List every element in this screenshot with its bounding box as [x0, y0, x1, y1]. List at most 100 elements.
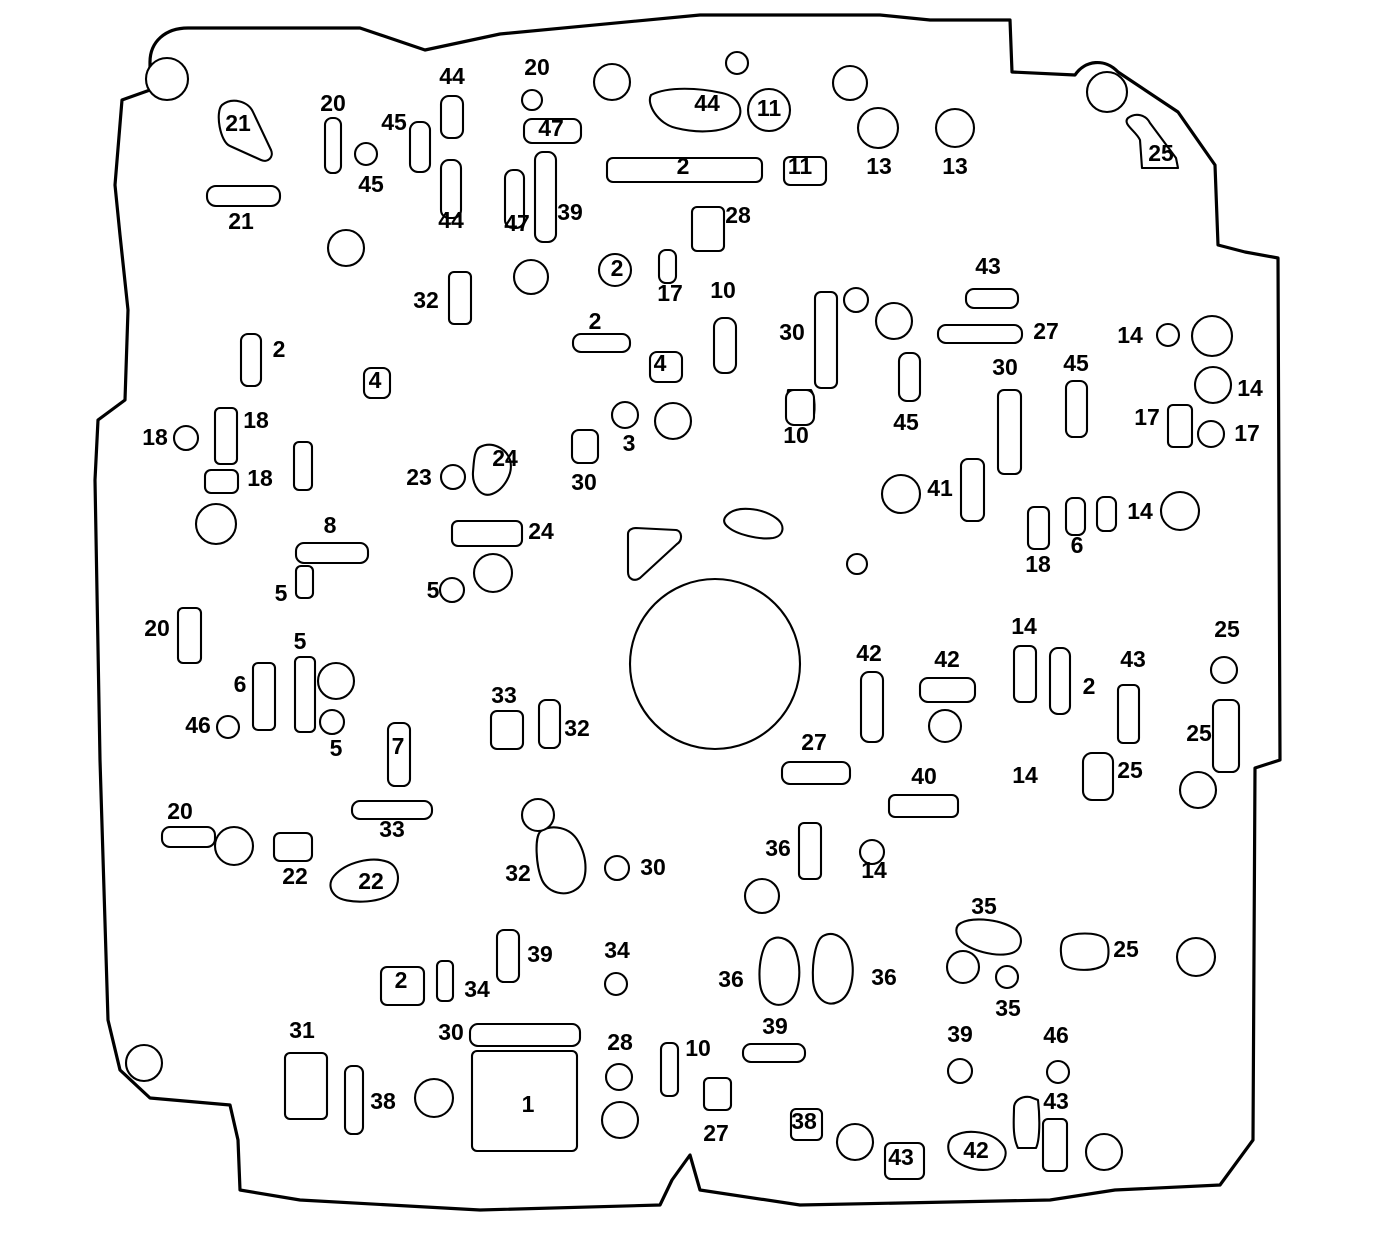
port-rect-50: [1116, 683, 1141, 745]
callout-c49: 18: [1025, 551, 1051, 577]
callout-c88: 34: [464, 976, 490, 1002]
port-rect-41: [489, 709, 525, 751]
port-shape-blob-pin-1: [723, 507, 784, 540]
callout-c10: 45: [358, 171, 384, 197]
callout-c71: 14: [1012, 762, 1038, 788]
port-rect-23: [1166, 403, 1194, 449]
callout-c7: 45: [381, 109, 407, 135]
port-rect-6: [522, 117, 583, 145]
port-shape-blob-44: [648, 87, 742, 133]
callout-c57: 25: [1214, 616, 1240, 642]
port-circle-10: [512, 258, 550, 296]
port-circle-24: [438, 576, 466, 604]
callout-c21: 32: [413, 287, 439, 313]
callout-c79: 32: [505, 860, 531, 886]
port-rect-26: [203, 468, 240, 495]
callout-c90: 31: [289, 1017, 315, 1043]
callout-c28: 2: [273, 336, 286, 362]
port-rect-58: [379, 965, 426, 1007]
callout-c27: 14: [1117, 322, 1143, 348]
callout-c70: 40: [911, 763, 937, 789]
callout-c103: 42: [963, 1137, 989, 1163]
port-circle-49: [835, 1122, 875, 1162]
callout-c77: 22: [282, 863, 308, 889]
port-circle-41: [1175, 936, 1217, 978]
circular-ports: [124, 50, 1239, 1172]
callout-c3: 44: [439, 63, 465, 89]
callout-c18: 39: [557, 199, 583, 225]
port-circle-17: [1196, 419, 1226, 449]
port-rect-29: [784, 388, 816, 427]
callout-c80: 30: [640, 854, 666, 880]
port-rect-21: [996, 388, 1023, 476]
port-rect-67: [883, 1141, 926, 1181]
port-rect-2: [439, 158, 463, 220]
callout-c5: 44: [694, 90, 720, 116]
callout-c9: 25: [1148, 140, 1174, 166]
port-circle-19: [610, 400, 640, 430]
port-circle-13: [874, 301, 914, 341]
callout-c61: 2: [1083, 673, 1096, 699]
port-rect-55: [797, 821, 823, 881]
callout-c50: 8: [324, 512, 337, 538]
port-rect-44: [160, 825, 217, 849]
callout-c8: 47: [538, 115, 564, 141]
port-rect-25: [213, 406, 239, 466]
callout-c83: 34: [604, 937, 630, 963]
port-circle-21: [194, 502, 238, 546]
port-shape-blob-25b: [1059, 932, 1110, 971]
port-shape-blob-25: [1125, 113, 1180, 170]
port-rect-3: [408, 120, 432, 174]
callout-c43: 24: [492, 445, 518, 471]
callout-c95: 39: [947, 1021, 973, 1047]
callout-c93: 10: [685, 1035, 711, 1061]
callout-c2: 20: [320, 90, 346, 116]
callout-c4: 20: [524, 54, 550, 80]
port-circle-3: [724, 50, 750, 76]
callout-c64: 5: [330, 735, 343, 761]
port-rect-47: [918, 676, 977, 704]
port-rect-34: [294, 541, 370, 565]
port-shape-blob-24: [471, 443, 512, 496]
callout-c74: 20: [167, 798, 193, 824]
port-circle-26: [1159, 490, 1201, 532]
callout-c40: 45: [893, 409, 919, 435]
callout-c100: 38: [791, 1108, 817, 1134]
port-circle-50: [1084, 1132, 1124, 1172]
port-rect-27: [292, 440, 314, 492]
port-circle-22: [439, 463, 467, 491]
port-shape-blob-42: [947, 1130, 1007, 1171]
port-circle-46: [600, 1100, 640, 1140]
port-rect-5: [533, 150, 558, 244]
port-rect-7: [205, 184, 282, 208]
port-rect-45: [272, 831, 314, 863]
callout-c56: 14: [1011, 613, 1037, 639]
port-circle-6: [934, 107, 976, 149]
port-circle-40: [994, 964, 1020, 990]
port-rect-62: [343, 1064, 365, 1136]
port-circle-37: [858, 838, 886, 866]
port-circle-44: [413, 1077, 455, 1119]
port-rect-61: [283, 1051, 329, 1121]
port-rect-57: [495, 928, 521, 984]
callout-ring-cl-11: [746, 87, 792, 133]
port-circle-43: [124, 1043, 164, 1083]
callout-c69: 25: [1186, 720, 1212, 746]
port-rect-31: [1026, 505, 1051, 551]
port-circle-12: [842, 286, 870, 314]
callout-c68: 27: [801, 729, 827, 755]
port-rect-36: [450, 519, 524, 548]
callout-c73: 33: [379, 816, 405, 842]
port-circle-5: [856, 106, 900, 150]
port-rect-63: [470, 1049, 579, 1153]
port-rect-14: [571, 332, 632, 354]
callout-c15: 21: [228, 208, 254, 234]
port-circle-48: [1045, 1059, 1071, 1085]
port-rect-52: [780, 760, 852, 786]
port-circle-28: [316, 661, 356, 701]
port-rect-18: [897, 351, 922, 403]
port-rect-51: [1211, 698, 1241, 774]
callout-c94: 39: [762, 1013, 788, 1039]
port-circle-25: [880, 473, 922, 515]
